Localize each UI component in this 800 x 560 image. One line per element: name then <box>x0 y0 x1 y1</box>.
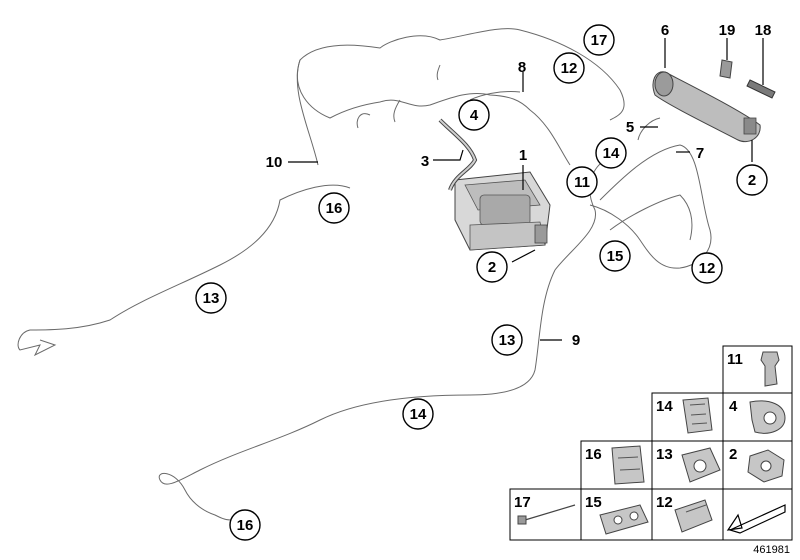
svg-text:16: 16 <box>326 200 343 217</box>
callout-5: 5 <box>626 119 634 136</box>
callout-3: 3 <box>421 153 429 170</box>
reservoir-tank <box>652 71 761 143</box>
circled-callout-14: 14 <box>402 398 434 430</box>
circled-callouts: 2 2 4 11 12 12 13 13 <box>195 24 768 541</box>
clip-4-icon <box>749 400 786 434</box>
legend-label-2: 2 <box>729 446 737 463</box>
legend-label-14: 14 <box>656 398 673 415</box>
reference-number: 461981 <box>753 544 790 556</box>
callout-10: 10 <box>266 154 283 171</box>
clip-16-icon <box>611 445 645 485</box>
plain-callouts: 1 3 5 6 7 8 9 10 18 19 <box>266 22 772 349</box>
fitting-11-icon <box>760 351 780 387</box>
callout-7: 7 <box>696 145 704 162</box>
callout-18: 18 <box>755 22 772 39</box>
svg-text:2: 2 <box>488 259 496 276</box>
clip-14-icon <box>682 397 713 434</box>
circled-callout-2: 2 <box>476 251 508 283</box>
clip-12-icon <box>674 499 713 533</box>
svg-text:11: 11 <box>574 174 590 191</box>
legend-label-11: 11 <box>727 351 743 368</box>
compressor-assembly <box>454 171 551 251</box>
callout-9: 9 <box>572 332 580 349</box>
circled-callout-11: 11 <box>566 166 598 198</box>
circled-callout-12: 12 <box>553 52 585 84</box>
legend-label-4: 4 <box>729 398 738 415</box>
parts-legend: 11 14 4 16 13 2 17 15 12 <box>509 345 793 541</box>
holder-15-icon <box>599 504 649 535</box>
svg-text:14: 14 <box>603 145 620 162</box>
circled-callout-12: 12 <box>691 252 723 284</box>
svg-text:15: 15 <box>607 248 624 265</box>
svg-text:14: 14 <box>410 406 427 423</box>
svg-text:12: 12 <box>699 260 716 277</box>
callout-19: 19 <box>719 22 736 39</box>
svg-text:13: 13 <box>203 290 220 307</box>
callout-8: 8 <box>518 59 526 76</box>
valve-17-icon <box>517 504 576 525</box>
pressure-sensor <box>719 59 733 79</box>
svg-text:2: 2 <box>748 172 756 189</box>
nut-2-icon <box>747 449 785 483</box>
callout-6: 6 <box>661 22 669 39</box>
svg-text:16: 16 <box>237 517 254 534</box>
circled-callout-16: 16 <box>229 509 261 541</box>
legend-label-15: 15 <box>585 494 602 511</box>
svg-text:12: 12 <box>561 60 578 77</box>
svg-text:13: 13 <box>499 332 516 349</box>
circled-callout-13: 13 <box>195 282 227 314</box>
arrow-icon <box>726 504 786 534</box>
circled-callout-16: 16 <box>318 192 350 224</box>
legend-label-17: 17 <box>514 494 531 511</box>
callout-1: 1 <box>519 147 527 164</box>
circled-callout-2: 2 <box>736 164 768 196</box>
legend-label-16: 16 <box>585 446 602 463</box>
legend-label-12: 12 <box>656 494 673 511</box>
circled-callout-13: 13 <box>491 324 523 356</box>
circled-callout-14: 14 <box>595 137 627 169</box>
circled-callout-4: 4 <box>458 99 490 131</box>
svg-text:17: 17 <box>591 32 608 49</box>
circled-callout-17: 17 <box>583 24 615 56</box>
svg-text:4: 4 <box>470 107 479 124</box>
legend-label-13: 13 <box>656 446 673 463</box>
circled-callout-15: 15 <box>599 240 631 272</box>
holder-13-icon <box>681 447 721 483</box>
seal-strip <box>746 79 776 99</box>
pressure-hose <box>438 118 478 191</box>
